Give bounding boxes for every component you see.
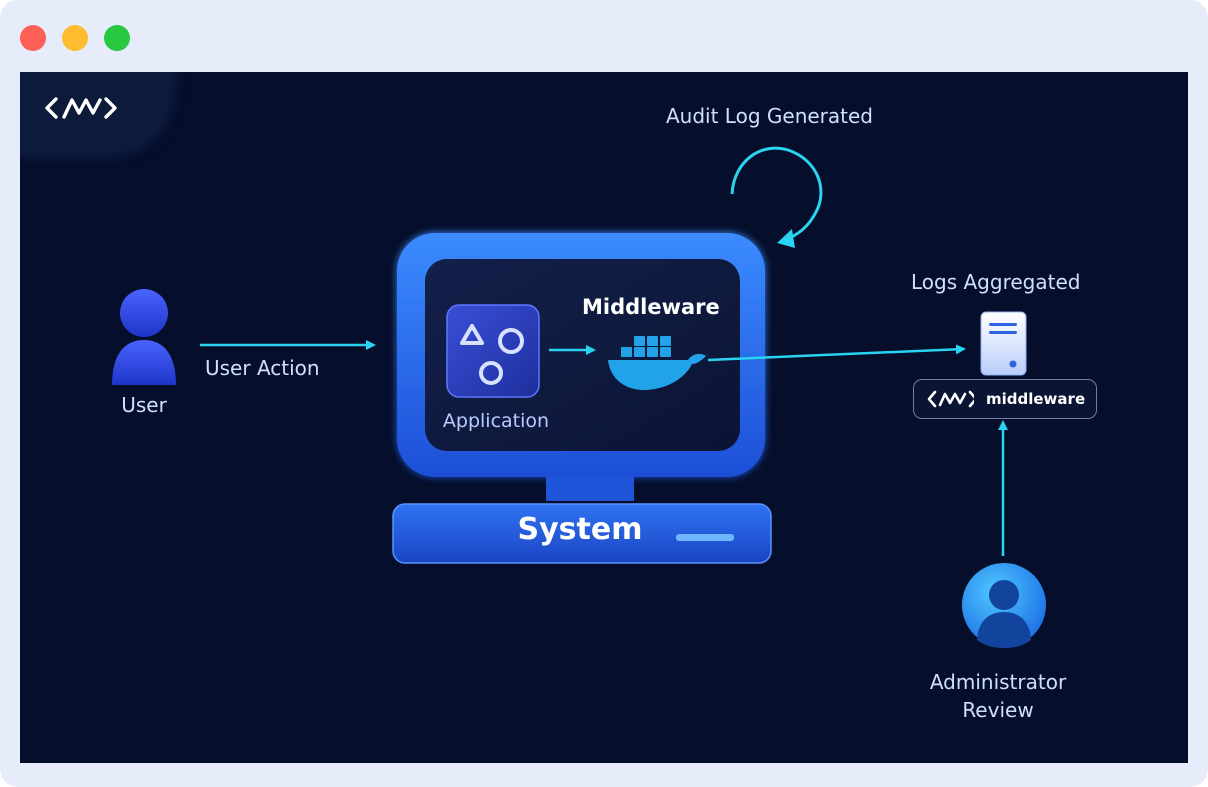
middleware-to-logs-arrow <box>707 344 966 362</box>
user-label: User <box>121 393 167 417</box>
server-icon <box>980 311 1027 376</box>
diagram-graphics <box>45 97 1046 648</box>
application-icon <box>446 304 540 398</box>
diagram-canvas: User User Action Application Middleware … <box>20 72 1188 763</box>
system-label: System <box>517 512 643 547</box>
admin-label-line2: Review <box>962 698 1034 722</box>
system-indicator-bar <box>676 534 734 541</box>
close-button[interactable] <box>20 25 46 51</box>
user-action-label: User Action <box>205 356 320 380</box>
docker-whale-icon <box>608 336 706 390</box>
middleware-badge: middleware <box>913 379 1097 419</box>
middleware-label: Middleware <box>582 295 720 319</box>
application-label: Application <box>442 410 550 432</box>
administrator-review-label: Administrator Review <box>908 668 1088 724</box>
middleware-logo-icon <box>927 390 974 408</box>
corner-logo-icon <box>45 97 117 119</box>
administrator-icon <box>962 563 1046 648</box>
logs-aggregated-label: Logs Aggregated <box>911 270 1081 294</box>
audit-loop-arrow <box>730 146 823 248</box>
minimize-button[interactable] <box>62 25 88 51</box>
admin-label-line1: Administrator <box>929 670 1067 694</box>
user-icon <box>112 289 176 385</box>
audit-log-label: Audit Log Generated <box>666 104 873 128</box>
maximize-button[interactable] <box>104 25 130 51</box>
badge-text: middleware <box>986 390 1086 408</box>
